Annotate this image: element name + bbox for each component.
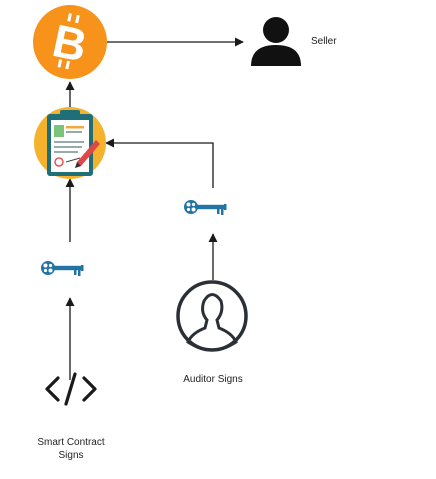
code-icon (45, 372, 97, 406)
smart-contract-label-line2: Signs (58, 450, 84, 461)
seller-label: Seller (311, 36, 337, 47)
bitcoin-icon: B (33, 5, 107, 79)
auditor-signs-label: Auditor Signs (183, 374, 243, 385)
smart-contract-signs-label: Smart Contract Signs (25, 436, 117, 462)
key-icon (41, 261, 84, 276)
smart-contract-label-line1: Smart Contract (37, 437, 105, 448)
key-icon (184, 200, 227, 215)
user-circle-icon (176, 280, 248, 352)
contract-clipboard-icon (34, 107, 106, 179)
arrow-key-right-to-contract (105, 138, 214, 188)
person-icon (251, 17, 301, 66)
